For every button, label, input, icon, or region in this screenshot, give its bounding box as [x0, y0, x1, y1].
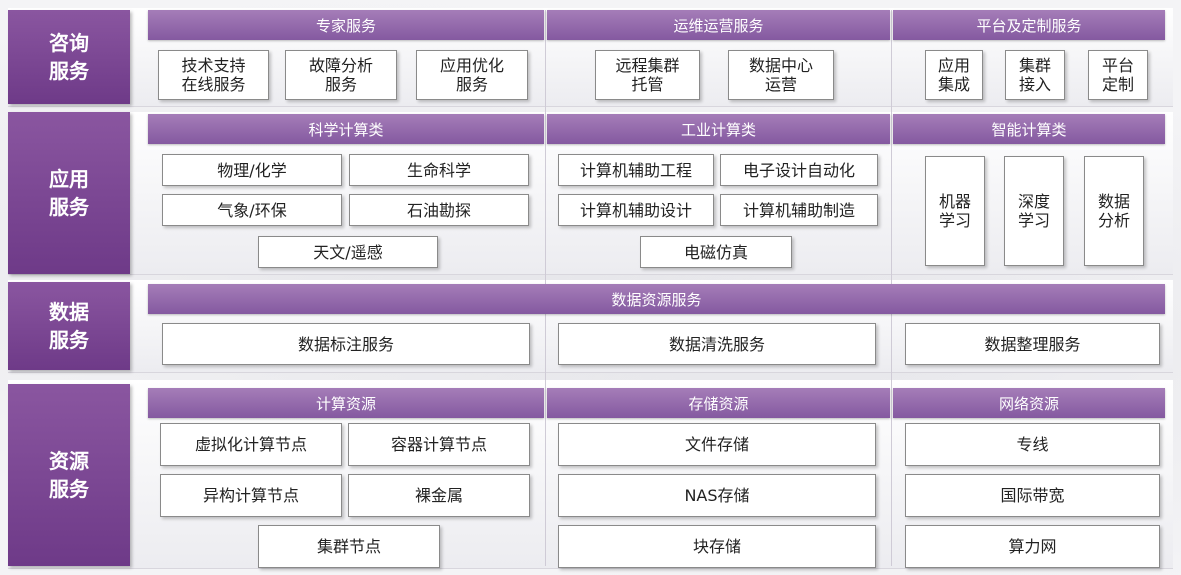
header-ops-service: 运维运营服务 [547, 10, 890, 40]
box-astronomy-remote: 天文/遥感 [258, 236, 438, 268]
row-label-resource: 资源 服务 [8, 384, 130, 566]
box-eda: 电子设计自动化 [720, 154, 878, 186]
box-cluster-access: 集群 接入 [1005, 50, 1065, 100]
box-deep-learning: 深度 学习 [1004, 156, 1064, 266]
box-weather-env: 气象/环保 [162, 194, 342, 226]
box-app-optimize: 应用优化 服务 [416, 50, 528, 100]
header-storage-resource: 存储资源 [547, 388, 890, 418]
box-cluster-node: 集群节点 [258, 525, 440, 568]
box-cae: 计算机辅助工程 [558, 154, 714, 186]
box-cad: 计算机辅助设计 [558, 194, 714, 226]
box-container-compute-node: 容器计算节点 [348, 423, 530, 466]
box-file-storage: 文件存储 [558, 423, 876, 466]
box-datacenter-ops: 数据中心 运营 [728, 50, 834, 100]
box-intl-bandwidth: 国际带宽 [905, 474, 1160, 517]
box-fault-analysis: 故障分析 服务 [285, 50, 397, 100]
header-industry-compute: 工业计算类 [547, 114, 890, 144]
box-data-analysis: 数据 分析 [1084, 156, 1144, 266]
header-ai-compute: 智能计算类 [893, 114, 1165, 144]
box-life-science: 生命科学 [349, 154, 529, 186]
box-dedicated-line: 专线 [905, 423, 1160, 466]
box-hetero-compute-node: 异构计算节点 [160, 474, 342, 517]
box-tech-support: 技术支持 在线服务 [158, 50, 269, 100]
box-data-organizing: 数据整理服务 [905, 323, 1160, 365]
header-network-resource: 网络资源 [893, 388, 1165, 418]
box-bare-metal: 裸金属 [348, 474, 530, 517]
box-platform-custom: 平台 定制 [1088, 50, 1148, 100]
row-label-data: 数据 服务 [8, 282, 130, 370]
box-machine-learning: 机器 学习 [925, 156, 985, 266]
box-compute-network: 算力网 [905, 525, 1160, 568]
box-cam: 计算机辅助制造 [720, 194, 878, 226]
box-block-storage: 块存储 [558, 525, 876, 568]
box-virtual-compute-node: 虚拟化计算节点 [160, 423, 342, 466]
box-app-integration: 应用 集成 [925, 50, 983, 100]
header-platform-service: 平台及定制服务 [893, 10, 1165, 40]
box-data-cleaning: 数据清洗服务 [558, 323, 876, 365]
header-expert-service: 专家服务 [148, 10, 544, 40]
row-label-app: 应用 服务 [8, 112, 130, 274]
box-physics-chemistry: 物理/化学 [162, 154, 342, 186]
box-nas-storage: NAS存储 [558, 474, 876, 517]
box-em-simulation: 电磁仿真 [640, 236, 792, 268]
box-oil-exploration: 石油勘探 [349, 194, 529, 226]
box-remote-cluster: 远程集群 托管 [595, 50, 700, 100]
header-science-compute: 科学计算类 [148, 114, 544, 144]
box-data-labeling: 数据标注服务 [162, 323, 530, 365]
header-data-resource: 数据资源服务 [148, 284, 1165, 314]
header-compute-resource: 计算资源 [148, 388, 544, 418]
row-label-consult: 咨询 服务 [8, 10, 130, 104]
